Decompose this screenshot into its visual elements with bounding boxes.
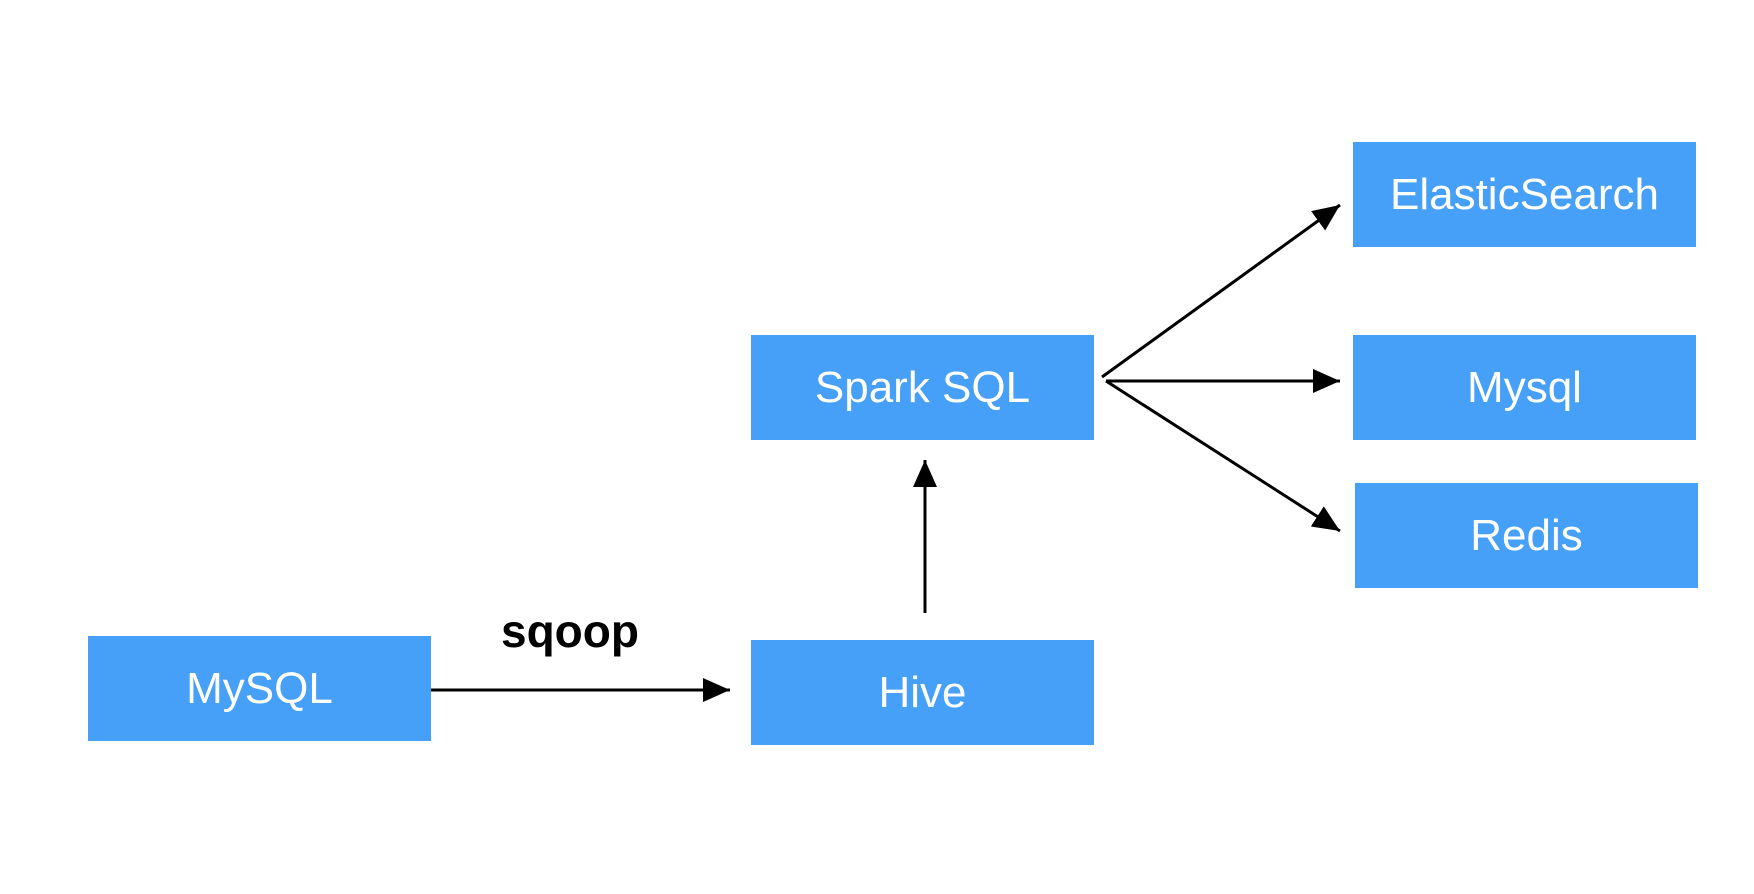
edge-spark-to-redis xyxy=(1105,379,1341,533)
edge-spark-to-elasticsearch xyxy=(1101,203,1341,379)
node-label: Mysql xyxy=(1467,362,1582,412)
node-hive: Hive xyxy=(751,640,1094,745)
node-redis: Redis xyxy=(1355,483,1698,588)
edge-label-sqoop: sqoop xyxy=(501,605,639,657)
node-label: Spark SQL xyxy=(814,362,1031,412)
node-label: Redis xyxy=(1470,510,1583,560)
node-mysql-source: MySQL xyxy=(88,636,431,741)
node-spark-sql: Spark SQL xyxy=(751,335,1094,440)
node-elasticsearch: ElasticSearch xyxy=(1353,142,1696,247)
node-label: ElasticSearch xyxy=(1389,169,1659,219)
node-label: MySQL xyxy=(186,663,333,713)
node-label: Hive xyxy=(878,667,967,717)
node-mysql-target: Mysql xyxy=(1353,335,1696,440)
